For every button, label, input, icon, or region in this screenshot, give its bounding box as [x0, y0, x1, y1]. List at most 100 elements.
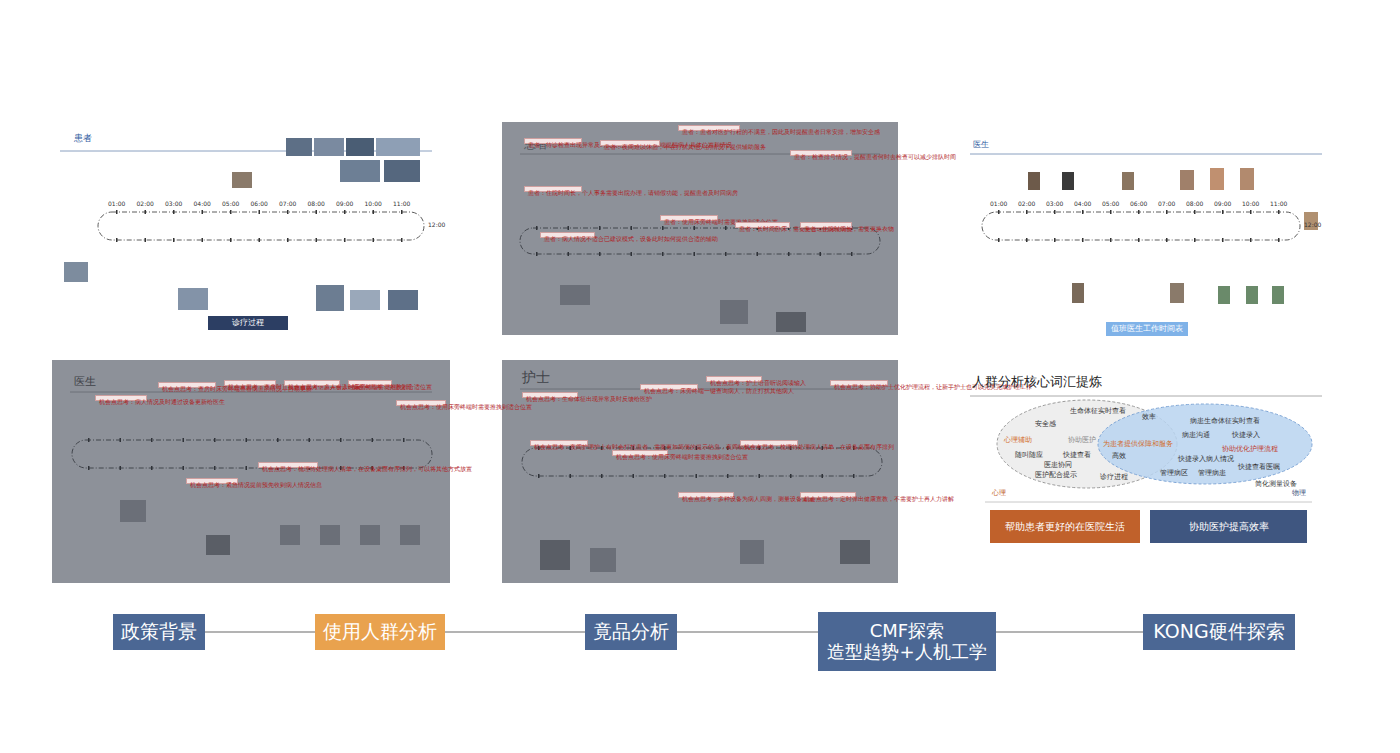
callout-text: 机会点思考：生命体征出现异常及时反馈给医护 [526, 395, 652, 403]
slide-heading: 患者 [74, 134, 92, 143]
keyword-text: 管理病患 [1198, 470, 1226, 477]
keyword-text: 医患协同 [1044, 462, 1072, 469]
slide-thumbnail: 患者诊疗过程01:0002:0003:0004:0005:0006:0007:0… [52, 122, 450, 340]
insight-callout: 患者：长时间卧床，需要更合理的床架调整 [735, 222, 790, 228]
time-label: 10:00 [1242, 201, 1259, 207]
caption-tag: 诊疗过程 [208, 316, 288, 330]
flow-connector [677, 631, 818, 633]
insight-callout: 患者：检查排号情况，提醒患者何时去检查可以减少排队时间 [790, 150, 852, 156]
keyword-text: 管理病区 [1160, 470, 1188, 477]
tag-text: 值班医生工作时间表 [1111, 324, 1183, 333]
callout-text: 患者：夜间难以休息，不在打扰其他人的情况下提供辅助服务 [604, 143, 766, 151]
keyword-text: 协助优化护理流程 [1222, 446, 1278, 453]
insight-callout: 机会点思考：多种设备为病人四测，测量设备集成 [678, 492, 734, 498]
process-text: 竟品分析 [593, 621, 669, 643]
time-label: 03:00 [165, 201, 182, 207]
time-label: 04:00 [194, 201, 211, 207]
keyword-text: 快捷录入 [1232, 432, 1260, 439]
callout-text: 机会点思考：多种设备为病人四测，测量设备集成 [682, 495, 814, 503]
insight-callout: 机会点思考：生命体征出现异常及时反馈给医护 [522, 392, 578, 398]
callout-text: 患者：住院时间长，个人事务需要出院办理，请销假功能，提醒患者及时回病房 [528, 189, 738, 197]
insight-callout: 机会点思考：护士语音听说阅读输入 [706, 376, 762, 382]
slide-thumbnail: 护士机会点思考：生命体征出现异常及时反馈给医护机会点思考：夜间护理护士有时会打扰… [502, 360, 898, 583]
callout-text: 机会点思考：床旁终端一键查询病人，防止打扰其他病人 [644, 387, 794, 395]
keyword-text: 随叫随应 [1015, 452, 1043, 459]
time-label: 07:00 [279, 201, 296, 207]
keyword-text: 快捷查看医嘱 [1238, 464, 1280, 471]
keyword-text: 病患沟通 [1182, 432, 1210, 439]
time-label: 09:00 [336, 201, 353, 207]
slide-heading: 人群分析核心词汇提炼 [972, 375, 1102, 388]
keyword-label: 简化测量设备 [1255, 481, 1297, 488]
callout-text: 机会点思考：病人情况及时通过设备更新给医生 [99, 398, 225, 406]
process-text: 政策背景 [121, 621, 197, 643]
insight-callout: 机会点思考：协助护士优化护理流程，让新手护士也可以完美完成护理工作 [830, 380, 888, 386]
keyword-text: 安全感 [1035, 421, 1056, 428]
insight-callout: 机会点思考：定时弹出健康宣教，不需要护士再人力讲解 [800, 492, 856, 498]
process-text: 造型趋势+人机工学 [827, 642, 986, 663]
time-label: 08:00 [308, 201, 325, 207]
time-label: 03:00 [1046, 201, 1063, 207]
box-text: 帮助患者更好的在医院生活 [1005, 521, 1125, 533]
time-label: 11:00 [393, 201, 410, 207]
slide-thumbnail: 医生值班医生工作时间表01:0002:0003:0004:0005:0006:0… [962, 135, 1330, 340]
insight-callout: 机会点思考：梳理待处理病人清单，在设备桌面有序排列 [740, 440, 798, 446]
summary-box: 帮助患者更好的在医院生活 [990, 510, 1140, 543]
time-label: 02:00 [1018, 201, 1035, 207]
time-label: 04:00 [1074, 201, 1091, 207]
callout-text: 患者：住院时间长，需要更换衣物 [804, 225, 894, 233]
insight-callout: 机会点思考：病人情况及时通过设备更新给医生 [95, 395, 147, 401]
insight-callout: 患者：患者对医护行程的不满意，因此及时提醒患者日常安排，增加安全感 [678, 125, 740, 131]
callout-text: 患者：病人情况不适合已建议模式，设备此时如何提供合适的辅助 [544, 235, 718, 243]
time-label: 05:00 [222, 201, 239, 207]
slide-thumbnail: 患者患者：待诊检查出现异常及时反馈给医护，并在床端提醒病人具体位置和情况患者：住… [502, 122, 898, 335]
keyword-text: 协助医护 [1068, 437, 1096, 444]
callout-text: 机会点思考：梳理待处理病人清单，在设备桌面有序排列，可以将其他方式放置 [262, 465, 472, 473]
keyword-label: 心理 [992, 490, 1006, 497]
insight-callout: 机会点思考：使用床旁终端时需要推拽到适合位置 [396, 400, 446, 406]
keyword-text: 快捷录入病人情况 [1178, 456, 1234, 463]
callout-text: 机会点思考：定时弹出健康宣教，不需要护士再人力讲解 [804, 495, 954, 503]
keyword-text: 快捷查看 [1063, 452, 1091, 459]
callout-text: 机会点思考：多人会诊时床旁终端需要推拽到合适位置 [288, 383, 432, 391]
callout-text: 机会点思考：紧急情况提前预先收到病人情况信息 [190, 481, 322, 489]
time-label: 12:00 [1304, 222, 1321, 228]
insight-callout: 机会点思考：多人会诊时床旁终端需要推拽到合适位置 [284, 380, 340, 386]
time-label: 11:00 [1270, 201, 1287, 207]
time-label: 06:00 [251, 201, 268, 207]
insight-callout: 机会点思考：紧急情况提前预先收到病人情况信息 [186, 478, 238, 484]
grey-slide-ground [502, 360, 898, 583]
venn-outlines [997, 400, 1312, 488]
keyword-label: 为患者提供保障和服务 [1103, 441, 1173, 448]
insight-callout: 机会点思考：查房时直接查看病人信息并录入医嘱 [224, 380, 276, 386]
callout-text: 患者：检查排号情况，提醒患者何时去检查可以减少排队时间 [794, 153, 956, 161]
keyword-text: 生命体征实时查看 [1070, 408, 1126, 415]
time-label: 01:00 [108, 201, 125, 207]
time-label: 06:00 [1130, 201, 1147, 207]
callout-text: 机会点思考：梳理待处理病人清单，在设备桌面有序排列 [744, 443, 894, 451]
process-box: 使用人群分析 [315, 614, 445, 650]
time-label: 08:00 [1186, 201, 1203, 207]
photo-thumbnails [64, 138, 1318, 572]
summary-box: 协助医护提高效率 [1150, 510, 1307, 543]
insight-callout: 机会点思考：查房时床旁终端查看病患的情况，自动更新 [158, 382, 216, 388]
slide-heading: 护士 [522, 370, 550, 384]
keyword-label: 物理 [1292, 490, 1306, 497]
process-text: CMF探索 [870, 621, 944, 642]
insight-callout: 机会点思考：床旁终端一键查询病人，防止打扰其他病人 [640, 384, 698, 390]
caption-tag: 值班医生工作时间表 [1106, 322, 1188, 336]
process-box: KONG硬件探索 [1143, 614, 1295, 650]
process-box: 竟品分析 [585, 614, 677, 650]
process-box: 政策背景 [113, 614, 205, 650]
insight-callout: 患者：住院时间长，个人事务需要出院办理，请销假功能，提醒患者及时回病房 [524, 186, 582, 192]
insight-callout: 患者：使用床旁终端时需要推拽到适合位置 [660, 215, 718, 221]
callout-text: 机会点思考：使用床旁终端时需要推拽到适合位置 [616, 453, 748, 461]
time-label: 12:00 [428, 222, 445, 228]
insight-callout: 机会点思考：使用床旁终端时需要推拽到适合位置 [612, 450, 668, 456]
slide-thumbnail: 人群分析核心词汇提炼生命体征实时查看安全感协助医护心理辅助快捷查看随叫随应医患协… [962, 365, 1330, 585]
keyword-text: 效率 [1142, 414, 1156, 421]
time-label: 01:00 [990, 201, 1007, 207]
slide-thumbnail: 医生机会点思考：病人情况及时通过设备更新给医生机会点思考：查房时床旁终端查看病患… [52, 360, 450, 583]
process-text: KONG硬件探索 [1153, 621, 1284, 643]
